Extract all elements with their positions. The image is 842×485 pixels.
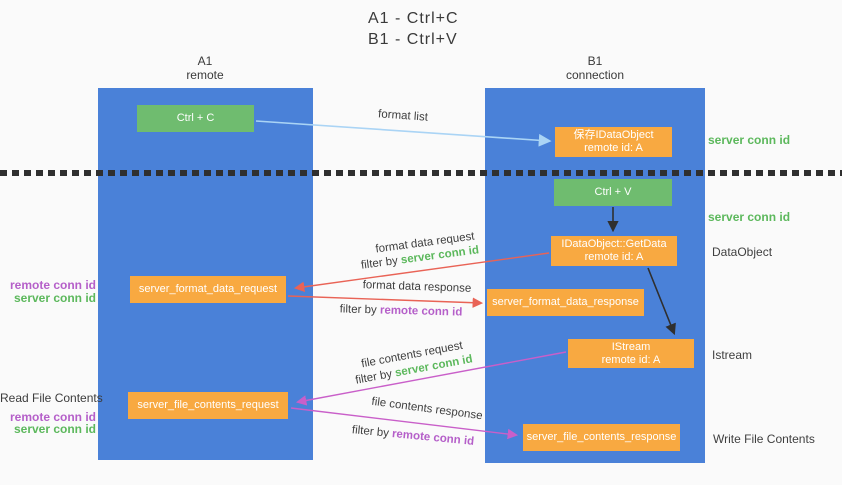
file-contents-response-filter-label: filter by remote conn id [351,424,474,448]
istream-side-label: Istream [712,348,753,362]
dataobject-label: DataObject [712,245,773,259]
read-file-contents-label: Read File Contents [0,391,103,405]
server-format-data-response-node: server_format_data_response [487,289,644,316]
server-conn-id-label-mid: server conn id [708,210,791,224]
format-data-response-filter-label: filter by remote conn id [340,303,463,318]
save-dataobject-line2: remote id: A [584,142,643,154]
getdata-line2: remote id: A [584,251,644,263]
ctrl-v-label: Ctrl + V [594,186,632,198]
remote-conn-id-label-format: remote conn id [9,278,96,292]
filter-remote-conn-id: remote conn id [379,304,463,319]
ctrl-v-node: Ctrl + V [554,179,672,206]
server-conn-id-label-file: server conn id [13,422,96,436]
format-data-response-arrow [287,295,484,308]
format-data-response-label: format data response [362,279,472,295]
save-dataobject-line1: 保存IDataObject [573,129,654,141]
lane-a1-subtitle: remote [186,68,224,82]
server-format-data-response-label: server_format_data_response [492,296,639,308]
istream-line2: remote id: A [601,353,661,366]
diagram-title: A1 - Ctrl+C B1 - Ctrl+V [368,8,459,50]
write-file-contents-label: Write File Contents [713,432,815,446]
server-file-contents-request-node: server_file_contents_request [128,392,288,419]
lane-header-b1: B1 connection [535,54,655,82]
title-line-2: B1 - Ctrl+V [368,31,458,48]
server-file-contents-response-node: server_file_contents_response [523,424,680,451]
read-file-contents-block: Read File Contents remote conn id server… [0,391,103,436]
save-dataobject-node: 保存IDataObject remote id: A [555,127,672,157]
ctrl-c-label: Ctrl + C [176,112,215,124]
lane-b1-subtitle: connection [565,68,625,82]
ctrl-c-node: Ctrl + C [137,105,254,132]
filter-by-text: filter by [354,367,397,387]
filter-remote-conn-id: remote conn id [391,428,475,448]
remote-conn-id-label-file: remote conn id [9,409,96,424]
server-format-data-request-label: server_format_data_request [138,283,278,295]
filter-by-text: filter by [360,254,402,272]
file-contents-response-label: file contents response [370,395,484,423]
server-file-contents-request-label: server_file_contents_request [137,399,279,411]
server-file-contents-response-label: server_file_contents_response [526,431,677,443]
filter-by-text: filter by [339,303,381,317]
format-conn-id-block: remote conn id server conn id [0,279,96,304]
getdata-line1: IDataObject::GetData [561,238,667,250]
format-list-label: format list [377,108,429,124]
lane-b1-name: B1 [587,54,603,68]
istream-line1: IStream [611,340,651,353]
server-conn-id-label-format: server conn id [13,290,96,305]
filter-by-text: filter by [351,424,393,440]
lane-a1-name: A1 [197,54,213,68]
istream-node: IStream remote id: A [568,339,694,368]
server-conn-id-label-top: server conn id [708,133,791,147]
getdata-node: IDataObject::GetData remote id: A [551,236,677,266]
server-format-data-request-node: server_format_data_request [130,276,286,303]
title-line-1: A1 - Ctrl+C [368,10,459,27]
lane-header-a1: A1 remote [145,54,265,82]
